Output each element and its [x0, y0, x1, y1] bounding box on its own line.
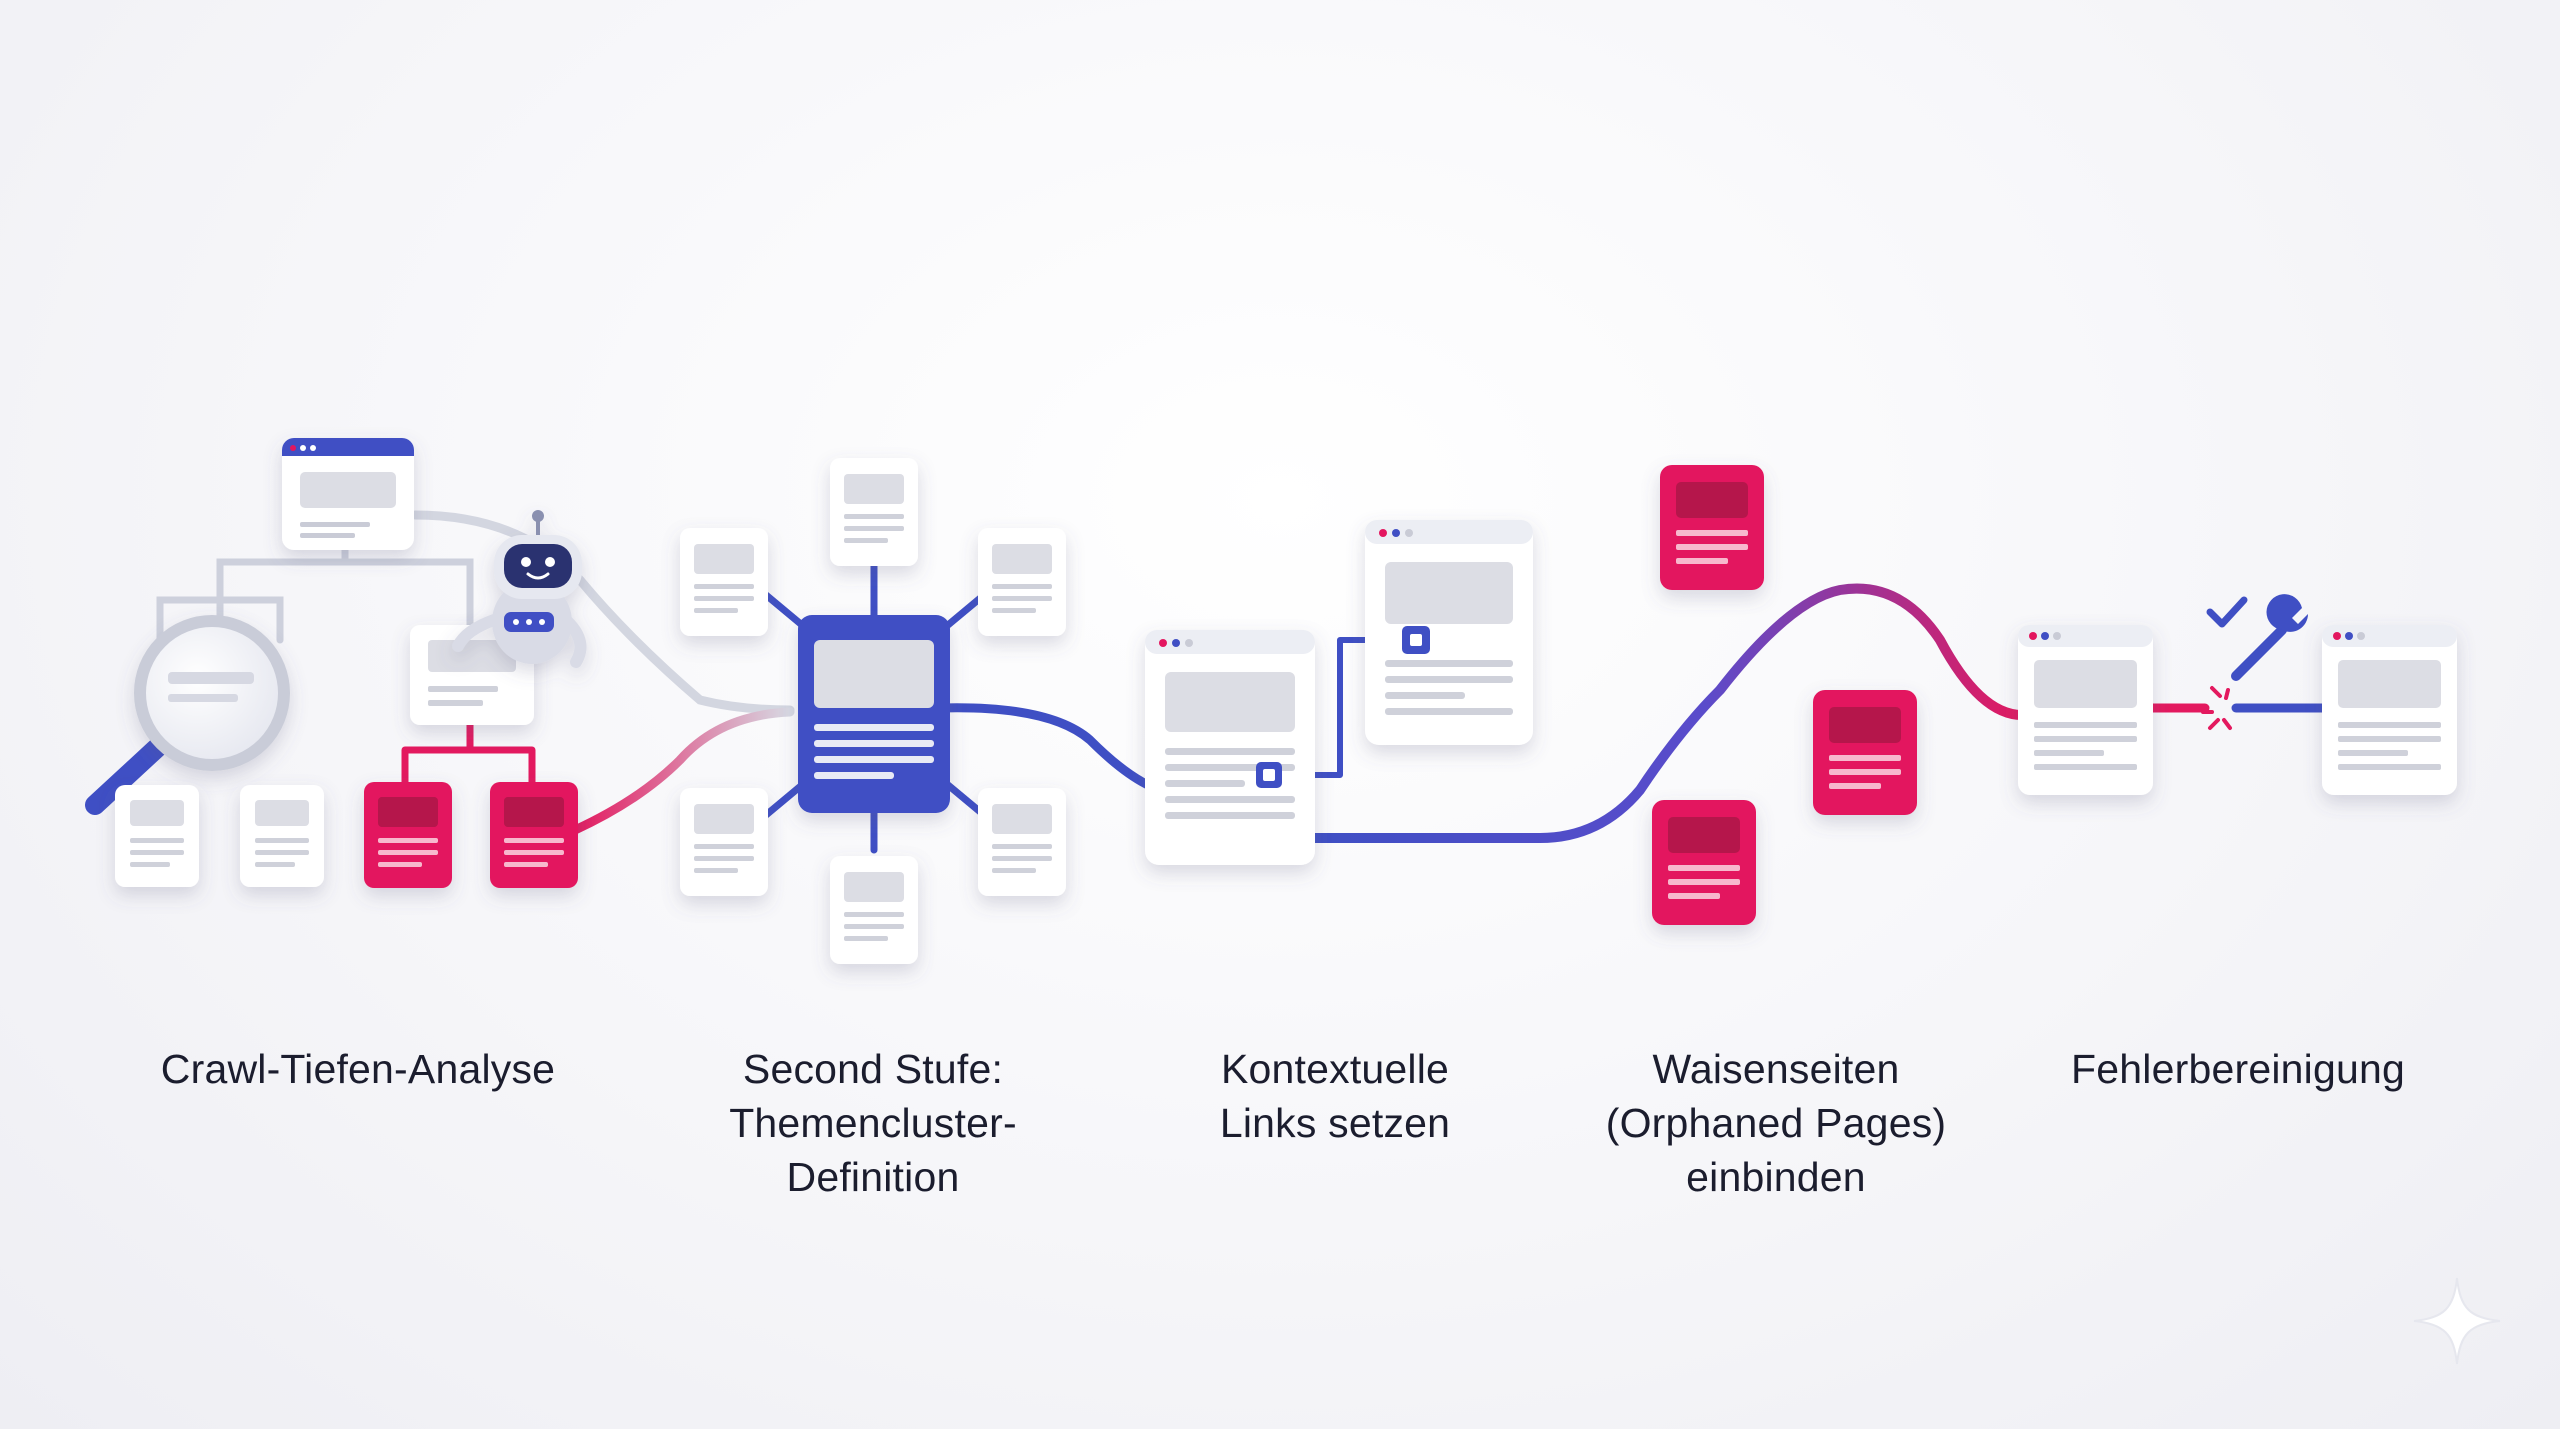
step-label-orphans: Waisenseiten (Orphaned Pages) einbinden: [1516, 1042, 2036, 1204]
step-orphans-illustration: [1652, 465, 1917, 925]
cluster-page-icon: [830, 856, 918, 964]
browser-window-icon: [2322, 625, 2457, 795]
error-page-icon: [490, 782, 578, 888]
label-line: Crawl-Tiefen-Analyse: [160, 1046, 556, 1092]
cluster-page-icon: [830, 458, 918, 566]
crawler-robot-icon: [452, 510, 587, 668]
label-line: (Orphaned Pages): [1605, 1100, 1947, 1146]
step-label-cluster: Second Stufe: Themencluster- Definition: [613, 1042, 1133, 1204]
label-line: Links setzen: [1219, 1100, 1451, 1146]
cluster-page-icon: [680, 788, 768, 896]
cluster-page-icon: [680, 528, 768, 636]
error-page-icon: [364, 782, 452, 888]
label-line: Fehlerbereinigung: [2071, 1046, 2405, 1092]
label-line: einbinden: [1686, 1154, 1866, 1200]
checkmark-icon: [2206, 596, 2248, 628]
page-icon: [115, 785, 199, 887]
hub-icon: [798, 615, 950, 813]
browser-window-icon: [1365, 520, 1533, 745]
browser-window-icon: [1145, 630, 1315, 865]
step-fix-illustration: [2018, 594, 2457, 795]
step-links-illustration: [1145, 520, 1533, 865]
cluster-page-icon: [978, 788, 1066, 896]
link-icon: [1256, 626, 1430, 788]
cluster-page-icon: [978, 528, 1066, 636]
browser-window-icon: [282, 438, 414, 550]
label-line: Themencluster-: [729, 1100, 1017, 1146]
magnifier-icon: [85, 615, 290, 815]
label-line: Kontextuelle: [1220, 1046, 1450, 1092]
orphan-page-icon: [1813, 690, 1917, 815]
step-crawl-illustration: [85, 438, 587, 888]
sparkle-icon: [2413, 1277, 2501, 1365]
orphan-page-icon: [1652, 800, 1756, 925]
step-cluster-illustration: [680, 458, 1066, 964]
label-line: Definition: [786, 1154, 960, 1200]
step-label-fix: Fehlerbereinigung: [1978, 1042, 2498, 1096]
page-icon: [240, 785, 324, 887]
step-label-crawl: Crawl-Tiefen-Analyse: [98, 1042, 618, 1096]
step-label-links: Kontextuelle Links setzen: [1075, 1042, 1595, 1150]
browser-window-icon: [2018, 625, 2153, 795]
orphan-page-icon: [1660, 465, 1764, 590]
wrench-icon: [2231, 594, 2308, 681]
label-line: Second Stufe:: [742, 1046, 1004, 1092]
label-line: Waisenseiten: [1652, 1046, 1900, 1092]
